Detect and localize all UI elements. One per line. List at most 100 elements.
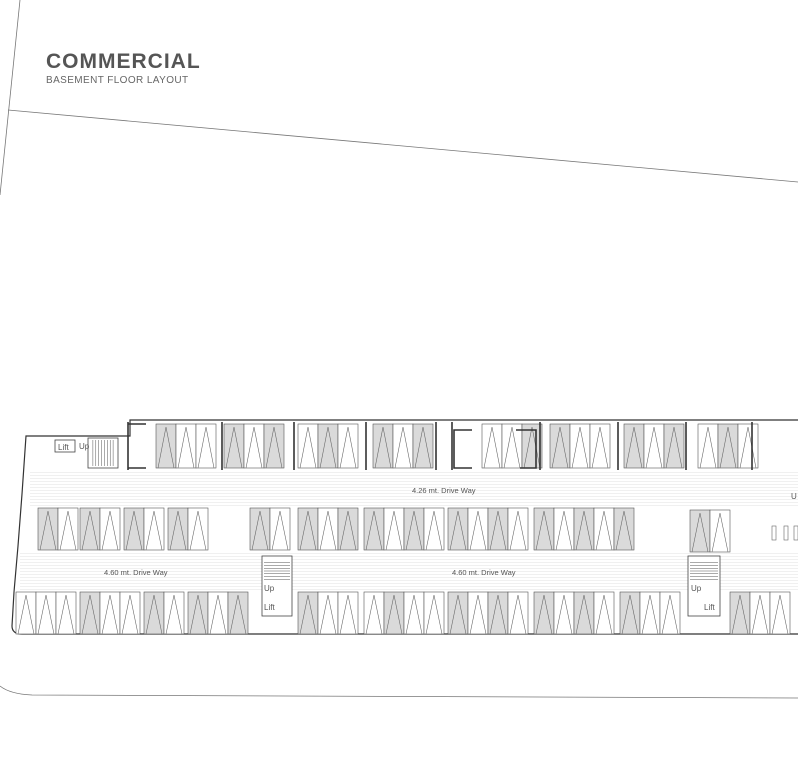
parking-slot (447, 591, 469, 635)
parking-slot (263, 423, 285, 469)
walls (127, 422, 753, 470)
parking-slot (119, 591, 141, 635)
parking-slot (589, 423, 611, 469)
parking-slot (99, 507, 121, 551)
parking-slot (143, 591, 165, 635)
parking-slot (423, 591, 445, 635)
site-boundary-bottom (0, 685, 798, 699)
parking-slot (593, 591, 615, 635)
parking-slot (187, 507, 209, 551)
page-title: COMMERCIAL (46, 50, 201, 73)
driveway-lower (20, 552, 798, 592)
parking-slot (447, 507, 469, 551)
parking-slot (709, 509, 731, 553)
lift-core-top: Lift Up (54, 437, 119, 469)
parking-slots (15, 423, 791, 635)
parking-slot (663, 423, 685, 469)
parking-slot (227, 591, 249, 635)
site-boundary-top (7, 109, 798, 183)
parking-slot (317, 591, 339, 635)
parking-slot (659, 591, 681, 635)
parking-slot (553, 507, 575, 551)
parking-slot (79, 591, 101, 635)
parking-slot (507, 507, 529, 551)
parking-slot (573, 507, 595, 551)
parking-slot (297, 423, 319, 469)
parking-slot (553, 591, 575, 635)
parking-slot (569, 423, 591, 469)
parking-slot (297, 591, 319, 635)
parking-slot (729, 591, 751, 635)
parking-slot (175, 423, 197, 469)
parking-slot (383, 507, 405, 551)
parking-slot (123, 507, 145, 551)
parking-slot (167, 507, 189, 551)
parking-slot (15, 591, 37, 635)
parking-slot (249, 507, 271, 551)
parking-slot (79, 507, 101, 551)
parking-slot (717, 423, 739, 469)
parking-slot (223, 423, 245, 469)
driveway-top (30, 470, 798, 506)
parking-slot (501, 423, 523, 469)
parking-slot (521, 423, 543, 469)
parking-slot (207, 591, 229, 635)
up-label: Up (79, 442, 90, 451)
parking-slot (481, 423, 503, 469)
parking-slot (392, 423, 414, 469)
parking-slot (337, 507, 359, 551)
parking-slot (467, 591, 489, 635)
parking-slot (613, 507, 635, 551)
parking-slot (163, 591, 185, 635)
parking-slot (643, 423, 665, 469)
lift-label: Lift (264, 603, 275, 612)
drive-way-label-left: 4.60 mt. Drive Way (104, 568, 168, 577)
parking-slot (507, 591, 529, 635)
parking-slot (487, 507, 509, 551)
parking-slot (383, 591, 405, 635)
drive-way-label-top: 4.26 mt. Drive Way (412, 486, 476, 495)
parking-slot (403, 507, 425, 551)
lift-core-right: Up Lift (687, 555, 721, 617)
parking-slot (155, 423, 177, 469)
drive-way-label-mid: 4.60 mt. Drive Way (452, 568, 516, 577)
parking-slot (403, 591, 425, 635)
parking-slot (57, 507, 79, 551)
parking-slot (317, 423, 339, 469)
parking-slot (749, 591, 771, 635)
parking-slot (35, 591, 57, 635)
parking-slot (487, 591, 509, 635)
parking-slot (195, 423, 217, 469)
parking-slot (467, 507, 489, 551)
parking-slot (769, 591, 791, 635)
parking-slot (619, 591, 641, 635)
parking-slot (737, 423, 759, 469)
up-label: Up (264, 584, 275, 593)
parking-slot (593, 507, 615, 551)
edge-label-fragment: U (791, 492, 797, 501)
page-subtitle: BASEMENT FLOOR LAYOUT (46, 75, 189, 86)
parking-slot (573, 591, 595, 635)
site-boundary-left (0, 0, 21, 196)
parking-slot (337, 591, 359, 635)
lift-core-mid: Up Lift (261, 555, 293, 617)
parking-slot (243, 423, 265, 469)
parking-slot (533, 507, 555, 551)
parking-slot (363, 591, 385, 635)
parking-slot (187, 591, 209, 635)
parking-slot (423, 507, 445, 551)
parking-slot (317, 507, 339, 551)
parking-slot (337, 423, 359, 469)
parking-slot (55, 591, 77, 635)
parking-slot (412, 423, 434, 469)
parking-slot (689, 509, 711, 553)
parking-slot (623, 423, 645, 469)
parking-slot (533, 591, 555, 635)
lift-label: Lift (704, 603, 715, 612)
parking-slot (99, 591, 121, 635)
parking-slot (269, 507, 291, 551)
parking-slot (372, 423, 394, 469)
parking-slot (143, 507, 165, 551)
parking-slot (639, 591, 661, 635)
